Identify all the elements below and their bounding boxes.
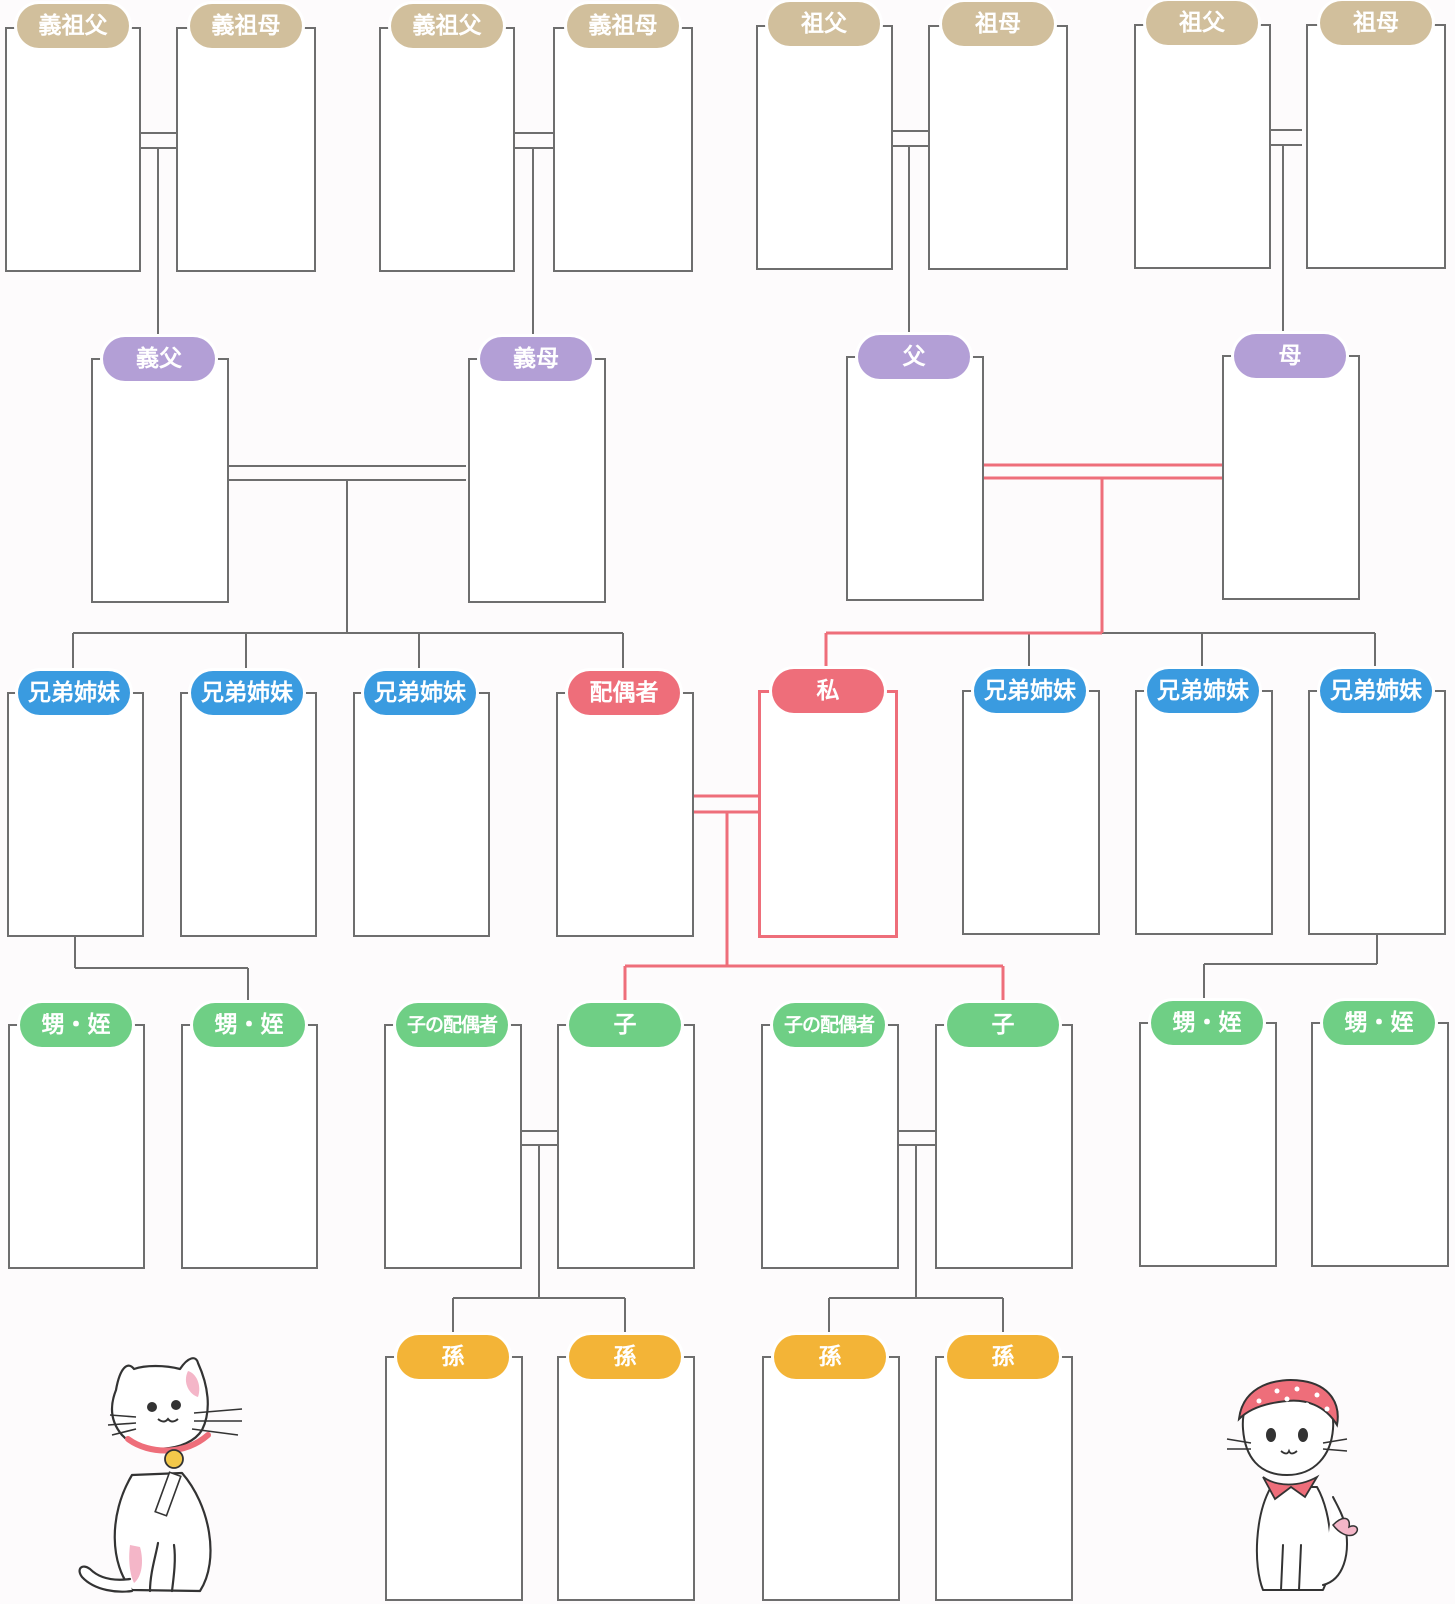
sibling-in-law-3-tag: 兄弟姉妹: [364, 671, 476, 715]
father-box[interactable]: [846, 356, 984, 601]
gifu-grandfather-right-tag: 義祖父: [391, 4, 503, 48]
mother-tag: 母: [1234, 334, 1346, 378]
child-spouse-2-box[interactable]: [761, 1024, 899, 1269]
spouse-box[interactable]: [556, 692, 694, 937]
grandmother-paternal-box[interactable]: [928, 25, 1068, 270]
mother-in-law-box[interactable]: [468, 358, 606, 603]
sibling-2-tag: 兄弟姉妹: [1147, 669, 1259, 713]
nephew-niece-4-tag: 甥・姪: [1323, 1001, 1435, 1045]
father-in-law-tag: 義父: [103, 337, 215, 381]
mother-box[interactable]: [1222, 355, 1360, 600]
gifu-grandmother-left-tag: 義祖母: [190, 4, 302, 48]
spouse-tag: 配偶者: [568, 671, 680, 715]
grandmother-maternal-box[interactable]: [1306, 24, 1446, 269]
sibling-3-tag: 兄弟姉妹: [1320, 669, 1432, 713]
grandmother-maternal-tag: 祖母: [1320, 1, 1432, 45]
grandchild-2-box[interactable]: [557, 1356, 695, 1601]
sibling-1-tag: 兄弟姉妹: [974, 669, 1086, 713]
grandchild-4-tag: 孫: [947, 1335, 1059, 1379]
nephew-niece-4-box[interactable]: [1311, 1022, 1449, 1267]
nephew-niece-1-box[interactable]: [8, 1024, 145, 1269]
child-2-box[interactable]: [935, 1024, 1073, 1269]
gifu-grandmother-left-box[interactable]: [176, 27, 316, 272]
gifu-grandfather-right-box[interactable]: [379, 27, 515, 272]
sibling-in-law-1-box[interactable]: [7, 692, 144, 937]
grandmother-paternal-tag: 祖母: [942, 2, 1054, 46]
father-in-law-box[interactable]: [91, 358, 229, 603]
nephew-niece-3-box[interactable]: [1139, 1022, 1277, 1267]
grandchild-1-box[interactable]: [385, 1356, 523, 1601]
cat-bell-illustration: [70, 1355, 260, 1600]
nephew-niece-2-tag: 甥・姪: [193, 1003, 305, 1047]
cat-bandana-illustration: [1225, 1375, 1375, 1600]
grandchild-4-box[interactable]: [935, 1356, 1073, 1601]
child-spouse-2-tag: 子の配偶者: [773, 1003, 885, 1047]
mother-in-law-tag: 義母: [480, 337, 592, 381]
grandfather-maternal-tag: 祖父: [1146, 1, 1258, 45]
gifu-grandmother-right-box[interactable]: [553, 27, 693, 272]
child-1-tag: 子: [569, 1003, 681, 1047]
father-tag: 父: [858, 335, 970, 379]
sibling-3-box[interactable]: [1308, 690, 1446, 935]
sibling-in-law-3-box[interactable]: [353, 692, 490, 937]
gifu-grandfather-left-tag: 義祖父: [17, 4, 129, 48]
sibling-in-law-1-tag: 兄弟姉妹: [18, 671, 130, 715]
nephew-niece-1-tag: 甥・姪: [20, 1003, 132, 1047]
sibling-in-law-2-tag: 兄弟姉妹: [191, 671, 303, 715]
nephew-niece-3-tag: 甥・姪: [1151, 1001, 1263, 1045]
gifu-grandfather-left-box[interactable]: [5, 27, 141, 272]
nephew-niece-2-box[interactable]: [181, 1024, 318, 1269]
sibling-in-law-2-box[interactable]: [180, 692, 317, 937]
child-1-box[interactable]: [557, 1024, 695, 1269]
sibling-2-box[interactable]: [1135, 690, 1273, 935]
child-2-tag: 子: [947, 1003, 1059, 1047]
me-box[interactable]: [758, 690, 898, 938]
grandfather-maternal-box[interactable]: [1134, 24, 1271, 269]
child-spouse-1-box[interactable]: [384, 1024, 522, 1269]
grandfather-paternal-box[interactable]: [756, 25, 893, 270]
child-spouse-1-tag: 子の配偶者: [396, 1003, 508, 1047]
sibling-1-box[interactable]: [962, 690, 1100, 935]
grandchild-3-box[interactable]: [762, 1356, 900, 1601]
grandfather-paternal-tag: 祖父: [768, 2, 880, 46]
grandchild-1-tag: 孫: [397, 1335, 509, 1379]
gifu-grandmother-right-tag: 義祖母: [567, 4, 679, 48]
grandchild-2-tag: 孫: [569, 1335, 681, 1379]
me-tag: 私: [772, 669, 884, 713]
grandchild-3-tag: 孫: [774, 1335, 886, 1379]
